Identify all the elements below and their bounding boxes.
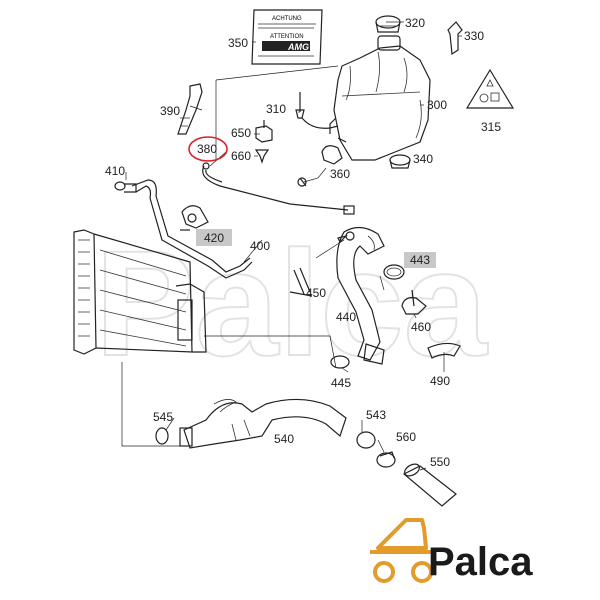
label-410: 410 <box>105 164 125 178</box>
label-315: 315 <box>481 120 501 134</box>
label-380: 380 <box>197 142 217 156</box>
o-ring-545 <box>155 427 169 445</box>
label-350: 350 <box>228 36 248 50</box>
label-440: 440 <box>336 310 356 324</box>
label-300: 300 <box>427 98 447 112</box>
label-400: 400 <box>250 239 270 253</box>
sticker-line1: ACHTUNG <box>272 16 302 22</box>
label-545: 545 <box>153 410 173 424</box>
label-650: 650 <box>231 126 251 140</box>
label-550: 550 <box>430 455 450 469</box>
highlight-380 <box>188 136 228 162</box>
label-310: 310 <box>266 102 286 116</box>
clamp-360 <box>297 145 343 187</box>
radiator <box>73 229 337 369</box>
clamp-460 <box>401 289 427 315</box>
label-560: 560 <box>396 430 416 444</box>
label-box-420 <box>196 229 232 246</box>
clip-450 <box>289 234 348 297</box>
leader-lines <box>125 21 462 471</box>
vent-hose <box>295 92 339 129</box>
expansion-tank <box>329 35 431 161</box>
tank-cap <box>375 15 401 33</box>
o-ring-445 <box>330 355 350 369</box>
label-box-443 <box>404 252 436 268</box>
label-450: 450 <box>306 286 326 300</box>
label-420: 420 <box>204 231 224 245</box>
palca-logo: Palca <box>370 518 533 584</box>
level-sensor <box>447 21 463 56</box>
wheel-icon <box>411 561 433 583</box>
clip-420 <box>180 205 209 231</box>
coolant-pipe-400 <box>114 179 253 279</box>
grommet-340 <box>389 154 411 169</box>
label-490: 490 <box>430 374 450 388</box>
o-ring-543 <box>356 431 376 449</box>
tube-550 <box>402 463 457 507</box>
warning-triangle <box>465 68 515 109</box>
label-540: 540 <box>274 432 294 446</box>
bleed-line <box>202 162 355 215</box>
watermark: Palca <box>95 219 489 387</box>
fitting-660 <box>254 149 270 164</box>
label-390: 390 <box>160 104 180 118</box>
clamp-560 <box>376 451 396 468</box>
car-icon <box>376 518 428 550</box>
o-ring-443 <box>383 264 405 280</box>
label-340: 340 <box>413 152 433 166</box>
label-320: 320 <box>405 16 425 30</box>
label-460: 460 <box>411 320 431 334</box>
lower-hose-540 <box>179 398 347 449</box>
bracket <box>177 83 203 135</box>
sticker-line2: ATTENTION <box>270 34 304 40</box>
label-443: 443 <box>410 253 430 267</box>
warning-sticker: ACHTUNG ATTENTION AMG <box>251 9 323 65</box>
bracket-490 <box>427 342 461 359</box>
label-445: 445 <box>331 376 351 390</box>
clip-650 <box>255 120 273 143</box>
label-360: 360 <box>330 167 350 181</box>
wheel-icon <box>373 561 395 583</box>
logo-text: Palca <box>428 540 533 584</box>
label-330: 330 <box>464 29 484 43</box>
group-leader <box>121 362 180 447</box>
label-543: 543 <box>366 408 386 422</box>
label-660: 660 <box>231 149 251 163</box>
sticker-brand: AMG <box>287 42 309 52</box>
